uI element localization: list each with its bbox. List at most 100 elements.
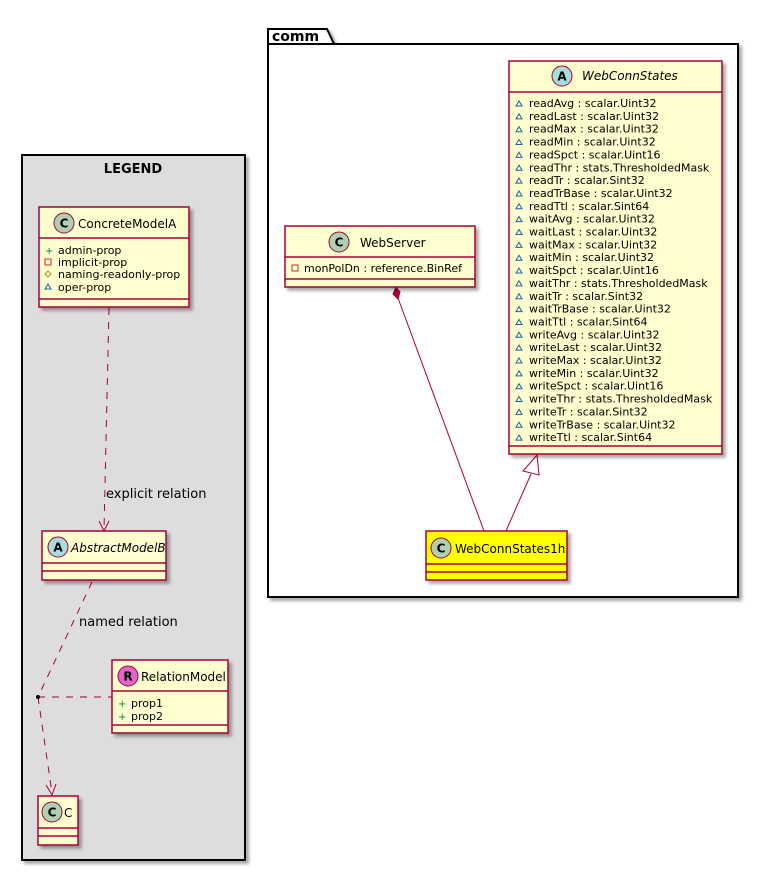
package-visibility-icon — [515, 100, 523, 107]
attribute: oper-prop — [58, 281, 111, 294]
protected-visibility-icon — [44, 270, 52, 278]
explicit-relation-label: explicit relation — [106, 487, 206, 502]
package-visibility-icon — [515, 382, 523, 390]
package-visibility-icon — [515, 189, 523, 197]
class-webserver-name: WebServer — [360, 236, 426, 250]
attribute: readTrBase : scalar.Uint32 — [529, 187, 673, 200]
attribute: implicit-prop — [58, 256, 127, 269]
attribute: prop1 — [131, 697, 163, 710]
package-visibility-icon — [515, 408, 523, 415]
package-visibility-icon — [515, 357, 523, 364]
attribute: waitSpct : scalar.Uint16 — [529, 264, 659, 277]
class-icon-letter: C — [60, 217, 69, 231]
private-visibility-icon — [44, 258, 52, 266]
package-visibility-icon — [515, 344, 523, 351]
package-visibility-icon — [515, 318, 523, 325]
association-class-link — [36, 695, 112, 699]
package-visibility-icon — [44, 283, 52, 290]
package-visibility-icon — [515, 125, 523, 133]
package-visibility-icon — [515, 164, 523, 171]
package-visibility-icon — [515, 331, 523, 338]
attribute: waitTr : scalar.Sint32 — [529, 290, 643, 303]
attribute: writeMax : scalar.Uint32 — [529, 354, 662, 367]
class-relationmodel-name: RelationModel — [141, 670, 226, 684]
class-abstractmodelb-name: AbstractModelB — [70, 541, 166, 555]
attribute: waitTtl : scalar.Sint64 — [529, 315, 648, 328]
package-comm-label: comm — [272, 29, 319, 45]
relation-class-icon-letter: R — [123, 670, 132, 684]
package-visibility-icon — [515, 177, 523, 184]
attribute: readThr : stats.ThresholdedMask — [529, 161, 710, 174]
class-icon-letter: C — [437, 542, 446, 556]
attribute: readSpct : scalar.Uint16 — [529, 148, 661, 161]
package-visibility-icon — [515, 215, 523, 223]
class-icon — [430, 537, 452, 559]
package-visibility-icon — [515, 369, 523, 377]
attribute: waitMin : scalar.Uint32 — [529, 251, 654, 264]
attribute: readMax : scalar.Uint32 — [529, 123, 659, 136]
attribute: admin-prop — [58, 244, 121, 257]
attribute: naming-readonly-prop — [58, 268, 180, 281]
public-visibility-icon: + — [118, 699, 126, 710]
class-c-name: C — [64, 806, 72, 820]
attribute: waitMax : scalar.Uint32 — [529, 238, 657, 251]
class-icon — [41, 801, 63, 823]
package-visibility-icon — [515, 421, 523, 428]
webserver-attribute: monPolDn : reference.BinRef — [304, 262, 463, 275]
attribute: writeTr : scalar.Sint32 — [529, 405, 648, 418]
attribute: writeTrBase : scalar.Uint32 — [529, 418, 675, 431]
attribute: waitThr : stats.ThresholdedMask — [529, 277, 708, 290]
attribute: prop2 — [131, 710, 163, 723]
package-visibility-icon — [515, 138, 523, 146]
attribute: waitAvg : scalar.Uint32 — [529, 213, 655, 226]
class-icon — [328, 231, 350, 253]
composition-relation — [392, 286, 485, 532]
attribute: readMin : scalar.Uint32 — [529, 136, 656, 149]
class-icon-letter: C — [335, 236, 344, 250]
attribute: writeThr : stats.ThresholdedMask — [529, 393, 713, 406]
class-webconnstates-name: WebConnStates — [582, 69, 678, 83]
package-visibility-icon — [515, 279, 523, 287]
package-visibility-icon — [515, 112, 523, 120]
package-visibility-icon — [515, 395, 523, 403]
package-visibility-icon — [515, 292, 523, 300]
attribute: writeSpct : scalar.Uint16 — [529, 380, 663, 393]
inheritance-relation — [505, 453, 540, 532]
attribute: waitLast : scalar.Uint32 — [529, 226, 657, 239]
abstract-class-icon — [551, 65, 573, 87]
package-visibility-icon — [515, 305, 523, 313]
abstract-class-icon — [47, 536, 69, 558]
package-visibility-icon — [515, 228, 523, 235]
class-concretemodela-name: ConcreteModelA — [78, 217, 177, 231]
named-relation-line: named relation — [37, 581, 178, 797]
inheritance-arrowhead — [522, 453, 540, 476]
class-concretemodela-attributes: + admin-prop implicit-prop naming-readon… — [44, 244, 180, 294]
attribute: writeTtl : scalar.Sint64 — [529, 431, 652, 444]
package-visibility-icon — [515, 151, 523, 158]
package-visibility-icon — [515, 434, 523, 441]
composition-diamond — [392, 286, 401, 300]
abstract-class-icon-letter: A — [557, 70, 567, 84]
attribute: waitTrBase : scalar.Uint32 — [529, 303, 671, 316]
attribute: readTtl : scalar.Sint64 — [529, 200, 649, 213]
named-relation-label: named relation — [79, 615, 178, 630]
class-icon-letter: C — [48, 806, 57, 820]
private-visibility-icon — [291, 264, 299, 272]
attribute: writeLast : scalar.Uint32 — [529, 341, 662, 354]
package-visibility-icon — [515, 267, 523, 274]
package-visibility-icon — [515, 254, 523, 261]
attribute: writeAvg : scalar.Uint32 — [529, 328, 659, 341]
package-visibility-icon — [515, 202, 523, 210]
public-visibility-icon: + — [45, 246, 53, 257]
public-visibility-icon: + — [118, 712, 126, 723]
package-visibility-icon — [515, 241, 523, 248]
attribute: readLast : scalar.Uint32 — [529, 110, 659, 123]
abstract-class-icon-letter: A — [53, 541, 63, 555]
attribute: readTr : scalar.Sint32 — [529, 174, 645, 187]
class-webconnstates[interactable] — [508, 60, 723, 455]
class-webconnstates1h-name: WebConnStates1h — [455, 542, 565, 556]
attribute: writeMin : scalar.Uint32 — [529, 367, 659, 380]
relation-class-icon — [117, 665, 139, 687]
